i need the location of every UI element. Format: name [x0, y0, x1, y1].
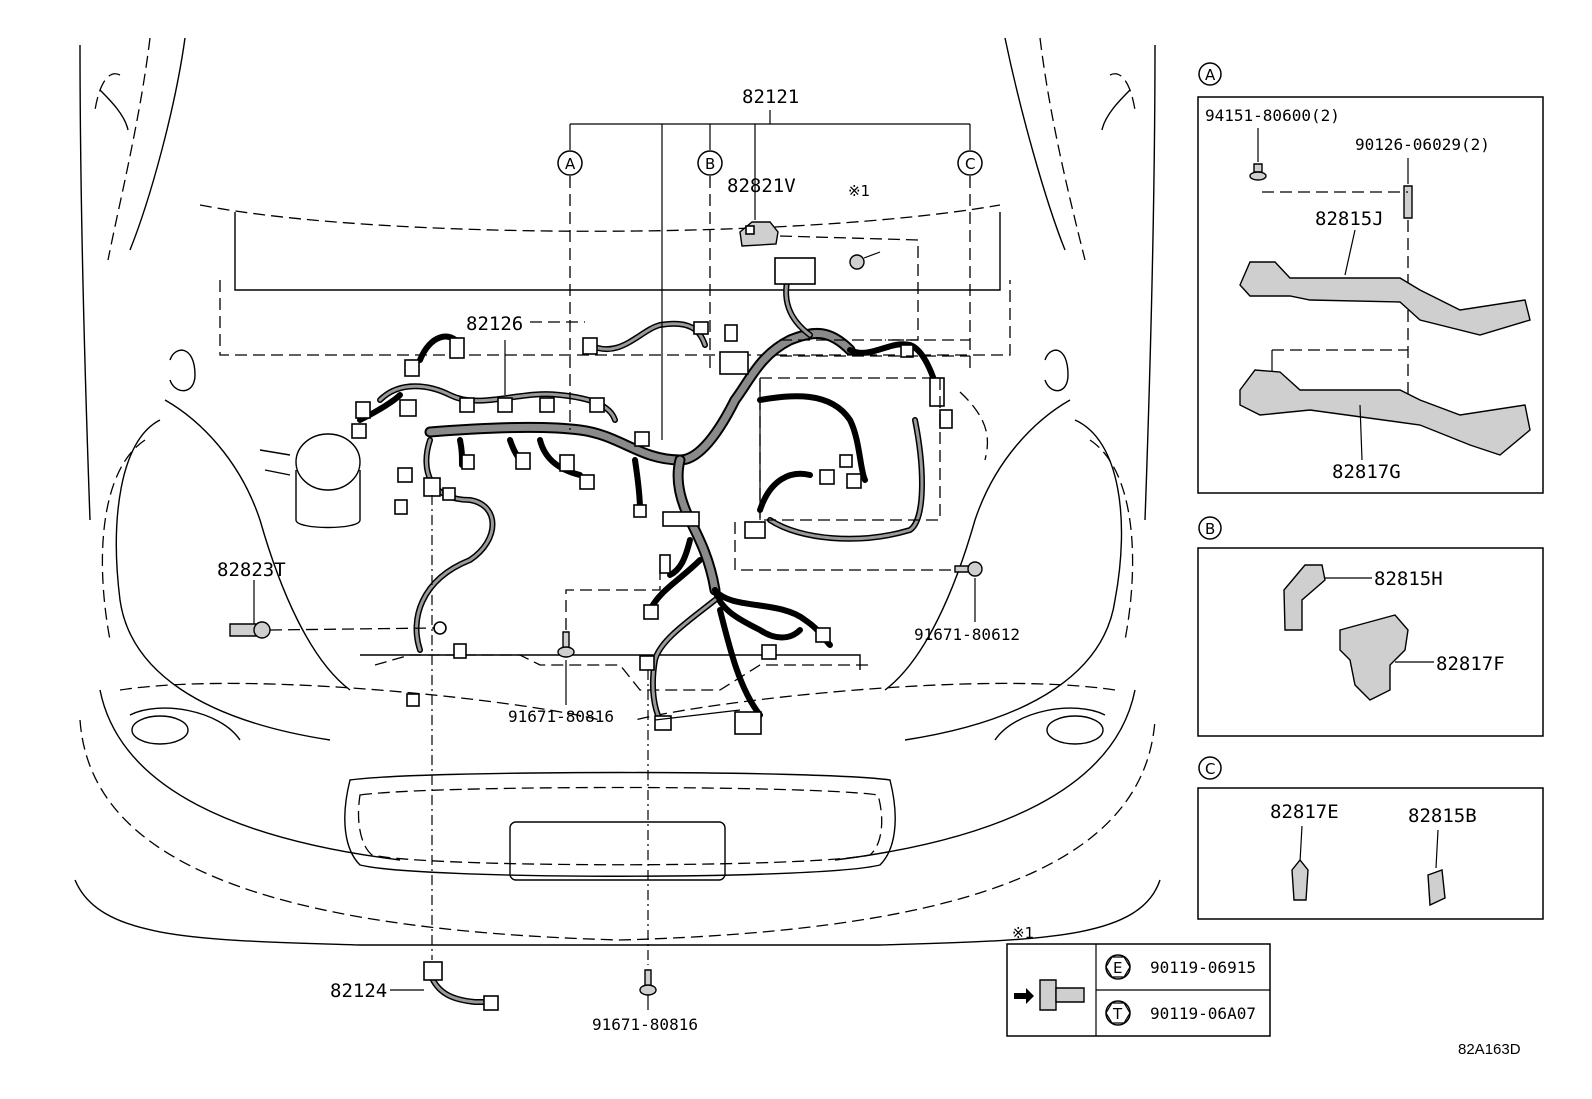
callout-circles: A B C	[557, 150, 983, 176]
detail-c-letter: C	[1205, 760, 1215, 778]
callout-b-circle	[697, 150, 723, 176]
callout-c-letter: C	[965, 155, 975, 173]
label-82817E: 82817E	[1270, 801, 1339, 823]
relay-block-part	[739, 221, 779, 247]
callout-b-letter: B	[705, 155, 715, 173]
label-91671-80612: 91671-80612	[914, 625, 1020, 644]
detail-c-panel: C 82817E 82815B	[1197, 756, 1544, 920]
drawing-code: 82A163D	[1458, 1041, 1521, 1058]
detail-b-panel: B 82815H 82817F	[1197, 516, 1544, 737]
callout-c-circle	[957, 150, 983, 176]
bolts	[557, 561, 983, 996]
detail-a-letter: A	[1205, 66, 1216, 84]
clamp-82823T-part	[229, 621, 271, 639]
harness-connectors	[351, 257, 953, 1011]
car-body-outline	[74, 37, 1161, 946]
detail-b-letter: B	[1205, 520, 1215, 538]
engine-harness	[357, 267, 943, 1005]
label-90126-06029: 90126-06029(2)	[1355, 135, 1490, 154]
callout-a-circle	[557, 150, 583, 176]
label-91671-80816-bottom: 91671-80816	[592, 1015, 698, 1034]
leader-lines	[253, 110, 989, 1010]
bolt-note-part	[849, 251, 881, 270]
bolt-icon	[1014, 979, 1085, 1011]
label-82815H: 82815H	[1374, 568, 1443, 590]
callout-a-letter: A	[565, 155, 576, 173]
note-row-symbol-e: E	[1113, 959, 1122, 977]
label-82821V: 82821V	[727, 175, 796, 197]
label-82124: 82124	[330, 980, 387, 1002]
note-row-part-1: 90119-06915	[1150, 958, 1256, 977]
note-row-symbol-t: T	[1112, 1005, 1123, 1023]
washer-reservoir	[259, 433, 361, 529]
main-labels: 82121 82126 82821V 82823T 82124 91671-80…	[217, 86, 1521, 1058]
note-table-title: ※1	[1012, 924, 1034, 942]
label-82815B: 82815B	[1408, 805, 1477, 827]
label-82126: 82126	[466, 313, 523, 335]
label-82121: 82121	[742, 86, 799, 108]
label-94151-80600: 94151-80600(2)	[1205, 106, 1340, 125]
note-row-part-2: 90119-06A07	[1150, 1004, 1256, 1023]
detail-a-panel: A 94151-80600(2) 90126-06029(2) 82815J 8…	[1197, 62, 1544, 494]
label-82817F: 82817F	[1436, 653, 1505, 675]
label-82823T: 82823T	[217, 559, 286, 581]
label-82815J: 82815J	[1315, 208, 1384, 230]
label-82817G: 82817G	[1332, 461, 1401, 483]
note-table: ※1 E 90119-06915 T 90119-06A07	[1006, 924, 1271, 1037]
label-91671-80816-left: 91671-80816	[508, 707, 614, 726]
label-note-mark: ※1	[848, 182, 870, 200]
